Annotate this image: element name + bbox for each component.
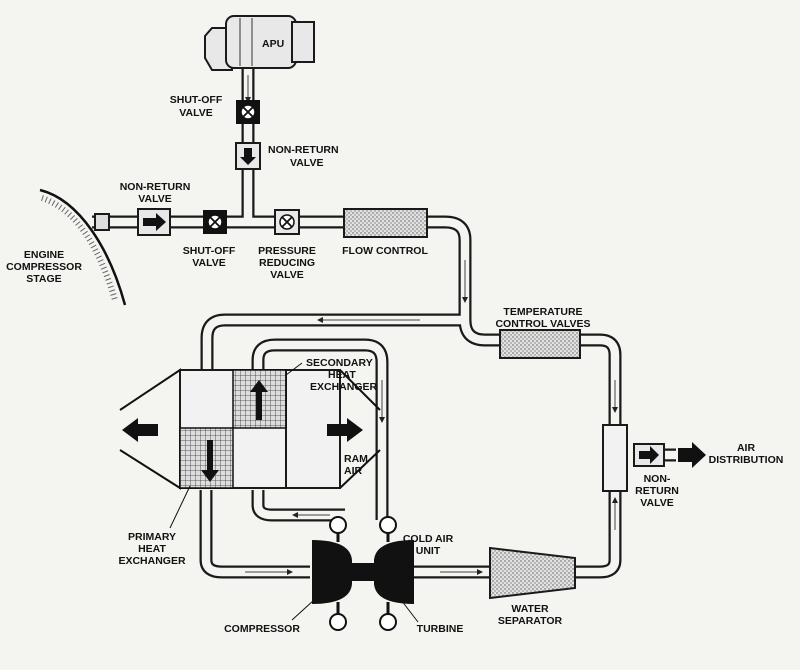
nonreturn-valve-outlet-label-line1: NON- bbox=[644, 473, 671, 485]
nonreturn-valve-engine-label-line2: VALVE bbox=[138, 193, 171, 205]
water-separator bbox=[489, 546, 576, 600]
pressure-reducing-valve-label-line3: VALVE bbox=[270, 269, 303, 281]
shutoff-valve-apu bbox=[236, 100, 260, 124]
primary-heat-exchanger-label-line2: HEAT bbox=[138, 543, 166, 555]
engine-casing bbox=[39, 188, 127, 306]
shutoff-valve-apu-label-line1: SHUT-OFF bbox=[170, 94, 223, 106]
secondary-heat-exchanger-label-line2: HEAT bbox=[328, 369, 356, 381]
apu: APU bbox=[204, 15, 315, 71]
pressure-reducing-valve bbox=[274, 209, 300, 235]
exhaust-arrow bbox=[122, 418, 158, 442]
water-separator-label-line2: SEPARATOR bbox=[498, 615, 563, 627]
primary-heat-exchanger-label-line1: PRIMARY bbox=[128, 531, 176, 543]
nonreturn-valve-engine bbox=[137, 208, 171, 236]
engine-compressor-stage-label-line1: ENGINE bbox=[24, 249, 64, 261]
pressure-reducing-valve-label-line2: REDUCING bbox=[259, 257, 315, 269]
ducting bbox=[92, 62, 676, 579]
nonreturn-valve-outlet bbox=[633, 443, 665, 467]
compressor-label: COMPRESSOR bbox=[224, 623, 300, 635]
nonreturn-valve-outlet-label-line3: VALVE bbox=[640, 497, 673, 509]
turbine-label: TURBINE bbox=[417, 623, 464, 635]
heat-exchanger-assembly bbox=[119, 368, 381, 490]
secondary-heat-exchanger-label-line1: SECONDARY bbox=[306, 357, 373, 369]
cold-air-unit-label-line1: COLD AIR bbox=[403, 533, 454, 545]
nonreturn-valve-apu-label-line1: NON-RETURN bbox=[268, 144, 339, 156]
cold-air-unit bbox=[312, 516, 414, 631]
temperature-control-valves-label-line2: CONTROL VALVES bbox=[495, 318, 590, 330]
engine-compressor-stage-label-line2: COMPRESSOR bbox=[6, 261, 82, 273]
temperature-control-valves-label-line1: TEMPERATURE bbox=[503, 306, 582, 318]
nonreturn-valve-apu-label-line2: VALVE bbox=[290, 157, 323, 169]
ram-air-arrow bbox=[327, 418, 363, 442]
shutoff-valve-engine-label-line1: SHUT-OFF bbox=[183, 245, 236, 257]
air-distribution-arrow bbox=[678, 442, 706, 468]
ram-air-label-line2: AIR bbox=[344, 465, 363, 477]
engine-bleed-port bbox=[94, 213, 110, 231]
flow-control-label: FLOW CONTROL bbox=[342, 245, 428, 257]
nonreturn-valve-apu bbox=[235, 142, 261, 170]
mixing-unit bbox=[602, 424, 628, 492]
air-distribution-label-line1: AIR bbox=[737, 442, 756, 454]
air-distribution-label-line2: DISTRIBUTION bbox=[709, 454, 784, 466]
apu-label: APU bbox=[262, 38, 284, 50]
nonreturn-valve-outlet-label-line2: RETURN bbox=[635, 485, 679, 497]
shutoff-valve-apu-label-line2: VALVE bbox=[179, 107, 212, 119]
temperature-control-valves bbox=[499, 329, 581, 359]
ram-air-label-line1: RAM bbox=[344, 453, 368, 465]
primary-heat-exchanger-label-line3: EXCHANGER bbox=[118, 555, 186, 567]
shutoff-valve-engine-label-line2: VALVE bbox=[192, 257, 225, 269]
secondary-heat-exchanger-label-line3: EXCHANGER bbox=[310, 381, 378, 393]
water-separator-label-line1: WATER bbox=[511, 603, 549, 615]
cold-air-unit-label-line2: UNIT bbox=[416, 545, 441, 557]
shutoff-valve-engine bbox=[203, 210, 227, 234]
engine-compressor-stage-label-line3: STAGE bbox=[26, 273, 61, 285]
pressure-reducing-valve-label-line1: PRESSURE bbox=[258, 245, 316, 257]
flow-control-unit bbox=[343, 208, 428, 238]
nonreturn-valve-engine-label-line1: NON-RETURN bbox=[120, 181, 191, 193]
primary-heat-exchanger bbox=[179, 427, 234, 489]
